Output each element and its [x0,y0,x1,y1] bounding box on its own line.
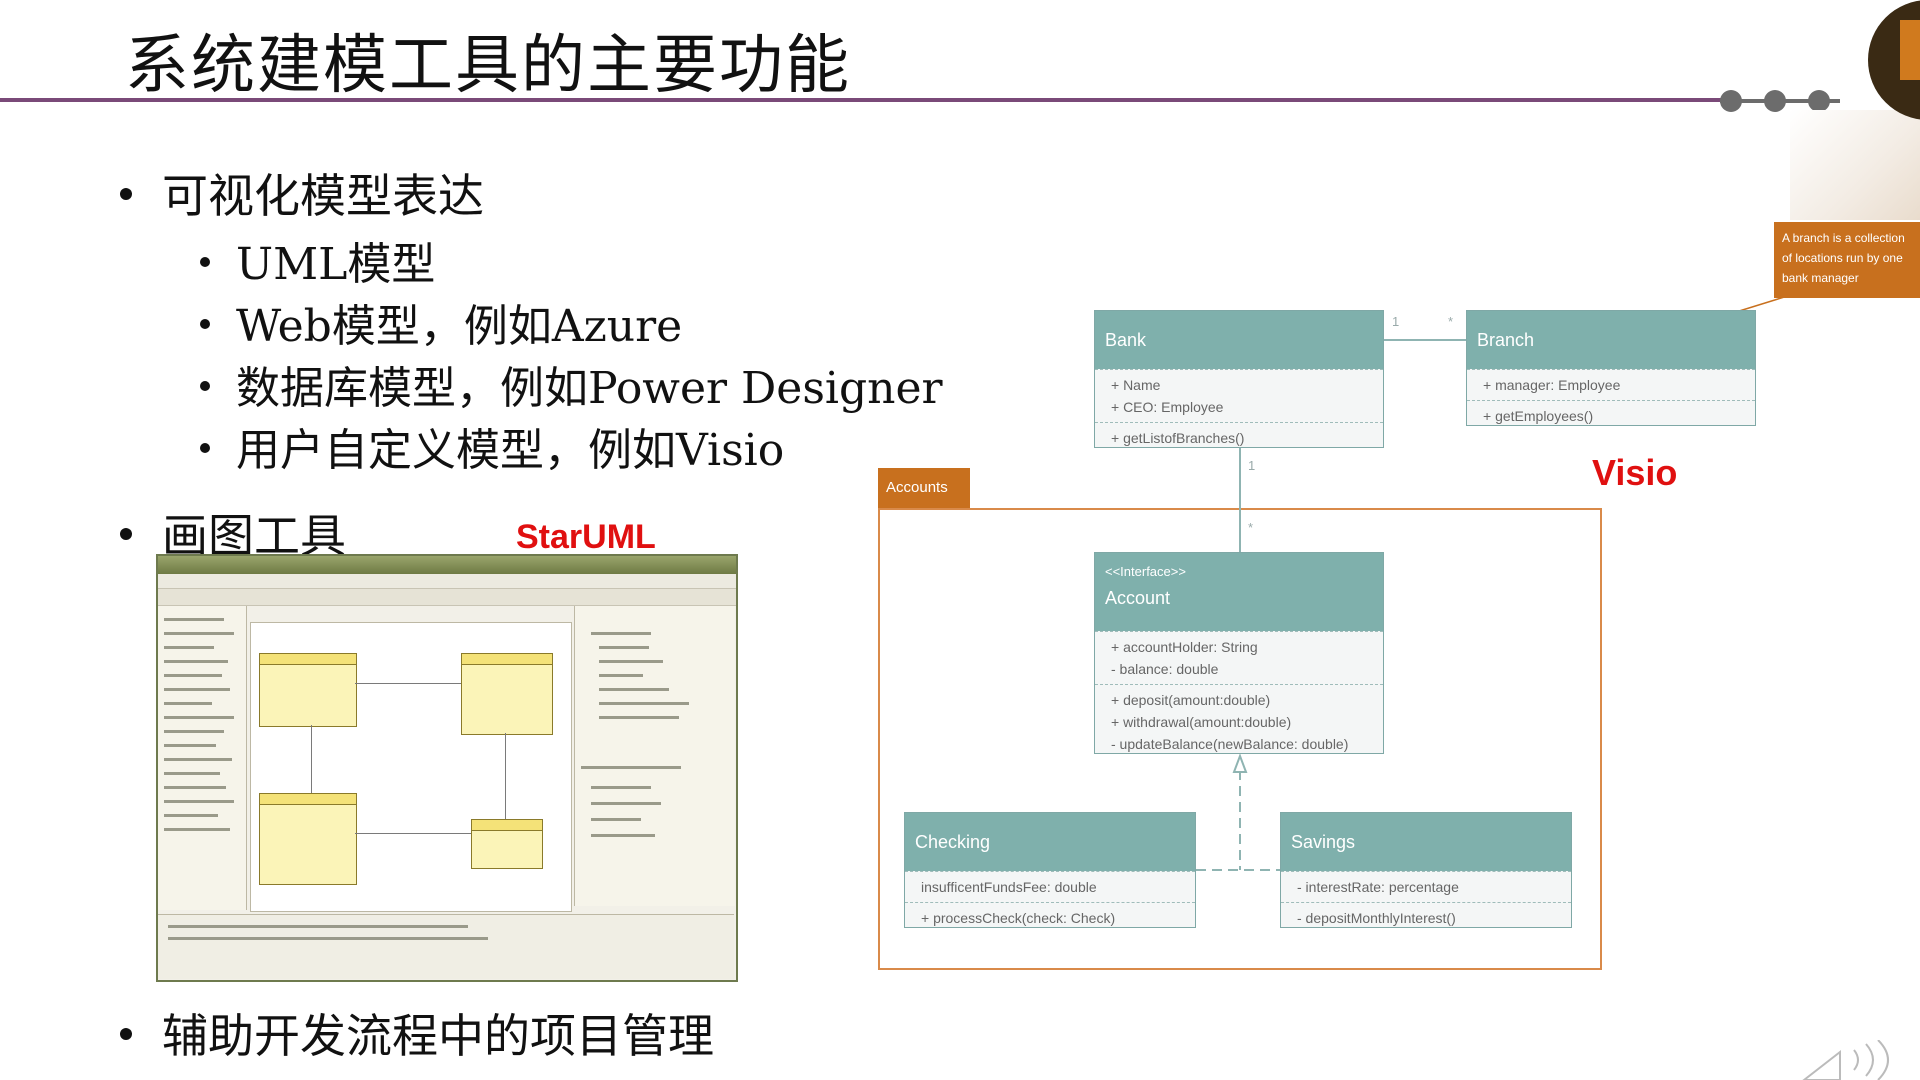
slide-title: 系统建模工具的主要功能 [125,29,851,103]
class-checking: Checking insufficentFundsFee: double + p… [904,812,1196,928]
class-account-stereotype: <<Interface>> [1105,564,1186,579]
branch-note: A branch is a collection of locations ru… [1774,222,1920,298]
class-account-name: Account [1105,588,1171,608]
visio-label: Visio [1592,452,1678,493]
sub-bullet-uml: UML模型 [200,228,435,292]
decorative-dots [1720,86,1840,116]
mult-bank-account-top: 1 [1248,458,1256,473]
class-checking-attrs: insufficentFundsFee: double [905,871,1195,902]
class-bank-attrs: + Name + CEO: Employee [1095,369,1383,422]
class-checking-name: Checking [905,813,1195,871]
class-account-attrs: + accountHolder: String - balance: doubl… [1095,631,1383,684]
class-branch-attrs: + manager: Employee [1467,369,1755,400]
class-account-ops: + deposit(amount:double) + withdrawal(am… [1095,684,1383,759]
class-branch-name: Branch [1467,311,1755,369]
mult-bank-branch-left: 1 [1392,314,1400,329]
corner-logo-accent [1900,20,1920,80]
package-tab: Accounts [878,468,970,508]
class-branch: Branch + manager: Employee + getEmployee… [1466,310,1756,426]
mult-bank-account-bottom: * [1248,520,1254,535]
corner-shadow [1790,110,1920,220]
class-savings: Savings - interestRate: percentage - dep… [1280,812,1572,928]
sub-bullet-database: 数据库模型，例如Power Designer [200,352,943,416]
bullet-project-management: 辅助开发流程中的项目管理 [120,1000,714,1066]
class-account: <<Interface>> Account + accountHolder: S… [1094,552,1384,754]
class-bank-name: Bank [1095,311,1383,369]
mult-bank-branch-right: * [1448,314,1454,329]
class-savings-ops: - depositMonthlyInterest() [1281,902,1571,933]
note-connector [1735,293,1795,313]
class-checking-ops: + processCheck(check: Check) [905,902,1195,933]
title-rule [0,98,1740,102]
sub-bullet-web: Web模型，例如Azure [200,290,682,354]
staruml-screenshot [156,554,738,982]
class-savings-name: Savings [1281,813,1571,871]
bullet-visual-modeling: 可视化模型表达 [120,160,484,226]
staruml-label: StarUML [516,518,656,556]
class-bank: Bank + Name + CEO: Employee + getListofB… [1094,310,1384,448]
speaker-icon[interactable] [1800,1040,1910,1080]
sub-bullet-custom: 用户自定义模型，例如Visio [200,414,784,478]
class-branch-ops: + getEmployees() [1467,400,1755,431]
class-bank-ops: + getListofBranches() [1095,422,1383,453]
class-savings-attrs: - interestRate: percentage [1281,871,1571,902]
